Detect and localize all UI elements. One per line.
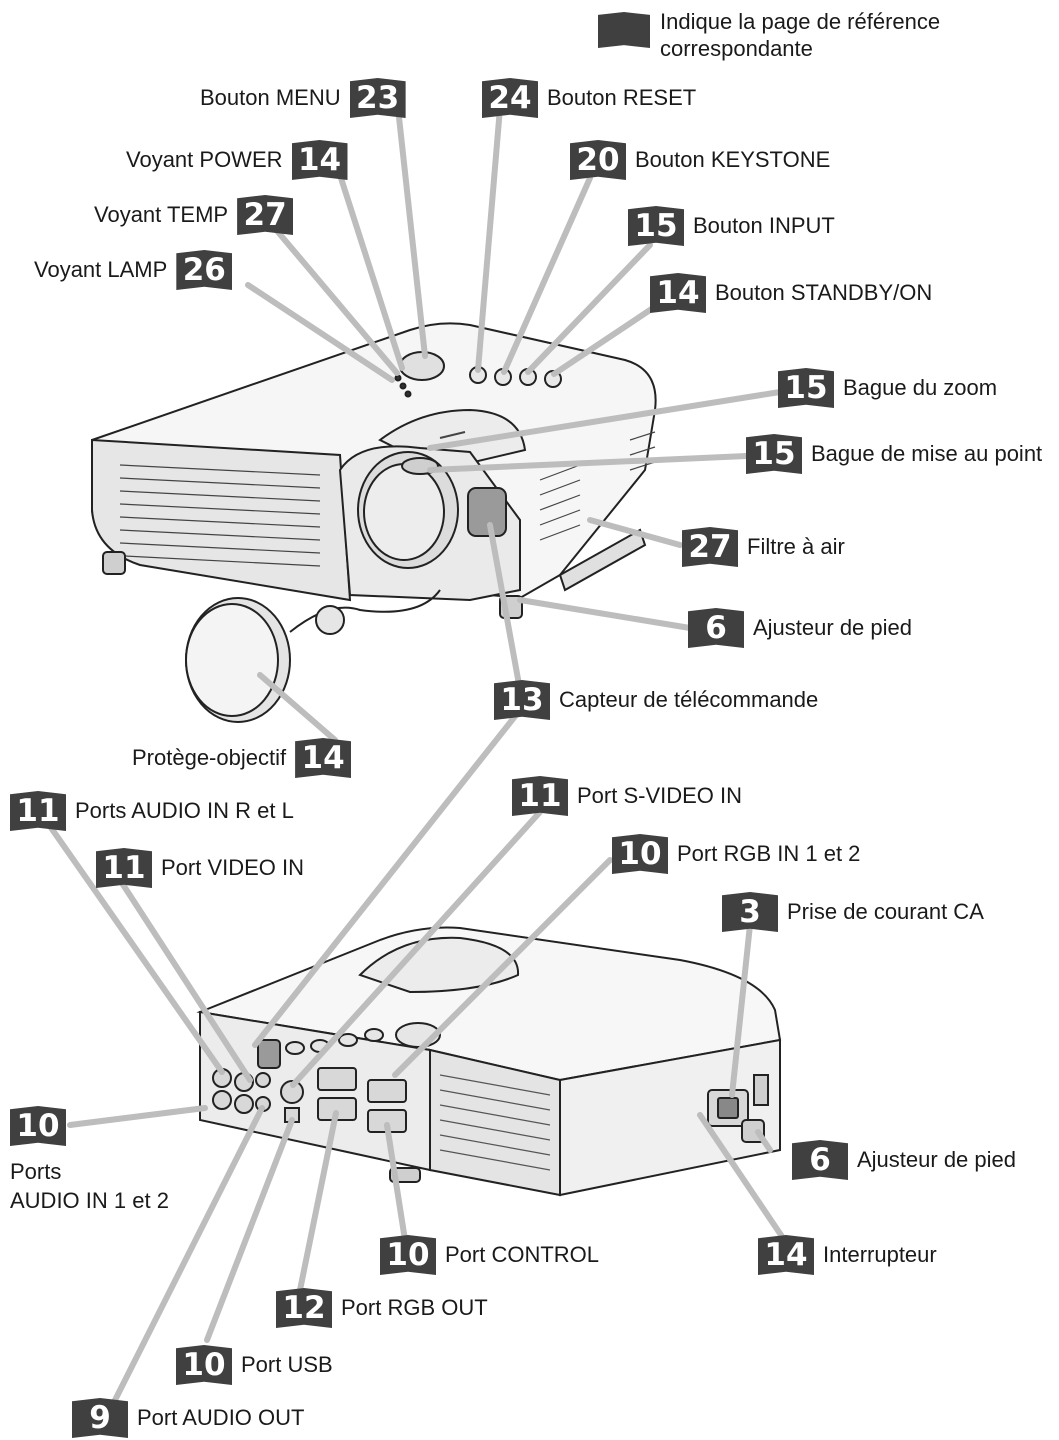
label-keystone-button: 20 Bouton KEYSTONE (570, 140, 830, 180)
label-standby-button: 14 Bouton STANDBY/ON (650, 273, 932, 313)
page-badge: 10 (380, 1235, 436, 1275)
page-badge: 14 (650, 273, 706, 313)
page-badge: 15 (628, 206, 684, 246)
label-temp-indicator: Voyant TEMP 27 (94, 195, 294, 235)
label-rgb-out: 12 Port RGB OUT (276, 1288, 488, 1328)
page-badge: 15 (778, 368, 834, 408)
page-badge: 14 (295, 738, 352, 778)
page-badge: 10 (176, 1345, 232, 1385)
label-rgb-in: 10 Port RGB IN 1 et 2 (612, 834, 860, 874)
label-usb-port: 10 Port USB (176, 1345, 333, 1385)
projector-front-illustration (91, 322, 657, 619)
legend-text: Indique la page de référence corresponda… (660, 9, 941, 61)
label-input-button: 15 Bouton INPUT (628, 206, 835, 246)
page-badge: 14 (758, 1235, 814, 1275)
page-badge: 15 (746, 434, 802, 474)
label-control-port: 10 Port CONTROL (380, 1235, 599, 1275)
page-badge: 20 (570, 140, 626, 180)
label-power-indicator: Voyant POWER 14 (126, 140, 348, 180)
legend: Indique la page de référence corresponda… (598, 8, 1020, 62)
label-air-filter: 27 Filtre à air (682, 527, 845, 567)
page-badge: 24 (482, 78, 538, 118)
page-badge: 23 (349, 78, 406, 118)
label-audio-out: 9 Port AUDIO OUT (72, 1398, 304, 1438)
page-badge: 6 (792, 1140, 848, 1180)
page-badge: 11 (512, 776, 568, 816)
leader-lines (37, 105, 786, 1423)
page-badge: 11 (96, 848, 152, 888)
page-badge: 6 (688, 608, 744, 648)
label-lens-cap: Protège-objectif 14 (132, 738, 352, 778)
page-badge: 14 (291, 140, 348, 180)
page-badge: 10 (612, 834, 668, 874)
projector-rear-illustration (196, 926, 782, 1197)
page-badge: 13 (494, 680, 550, 720)
page-badge: 11 (10, 791, 66, 831)
page-badge: 27 (682, 527, 738, 567)
label-audio-in-12-text: Ports AUDIO IN 1 et 2 (10, 1159, 169, 1213)
label-video-in: 11 Port VIDEO IN (96, 848, 304, 888)
page-badge: 9 (72, 1398, 128, 1438)
label-focus-ring: 15 Bague de mise au point (746, 434, 1042, 474)
page-badge: 3 (722, 892, 778, 932)
label-lamp-indicator: Voyant LAMP 26 (34, 250, 233, 290)
page-badge: 12 (276, 1288, 332, 1328)
label-audio-in-rl: 11 Ports AUDIO IN R et L (10, 791, 294, 831)
label-reset-button: 24 Bouton RESET (482, 78, 696, 118)
label-power-switch: 14 Interrupteur (758, 1235, 937, 1275)
label-audio-in-12-badge: 10 (10, 1106, 66, 1146)
label-svideo-in: 11 Port S-VIDEO IN (512, 776, 742, 816)
lens-cap-illustration (185, 589, 441, 723)
label-menu-button: Bouton MENU 23 (200, 78, 406, 118)
label-zoom-ring: 15 Bague du zoom (778, 368, 997, 408)
label-foot-adjuster-rear: 6 Ajusteur de pied (792, 1140, 1016, 1180)
page-badge: 27 (237, 195, 294, 235)
page-badge: 10 (10, 1106, 66, 1146)
label-ac-inlet: 3 Prise de courant CA (722, 892, 984, 932)
label-foot-adjuster-front: 6 Ajusteur de pied (688, 608, 912, 648)
page-badge: 26 (176, 250, 233, 290)
book-icon (598, 12, 650, 48)
label-remote-sensor: 13 Capteur de télécommande (494, 680, 818, 720)
